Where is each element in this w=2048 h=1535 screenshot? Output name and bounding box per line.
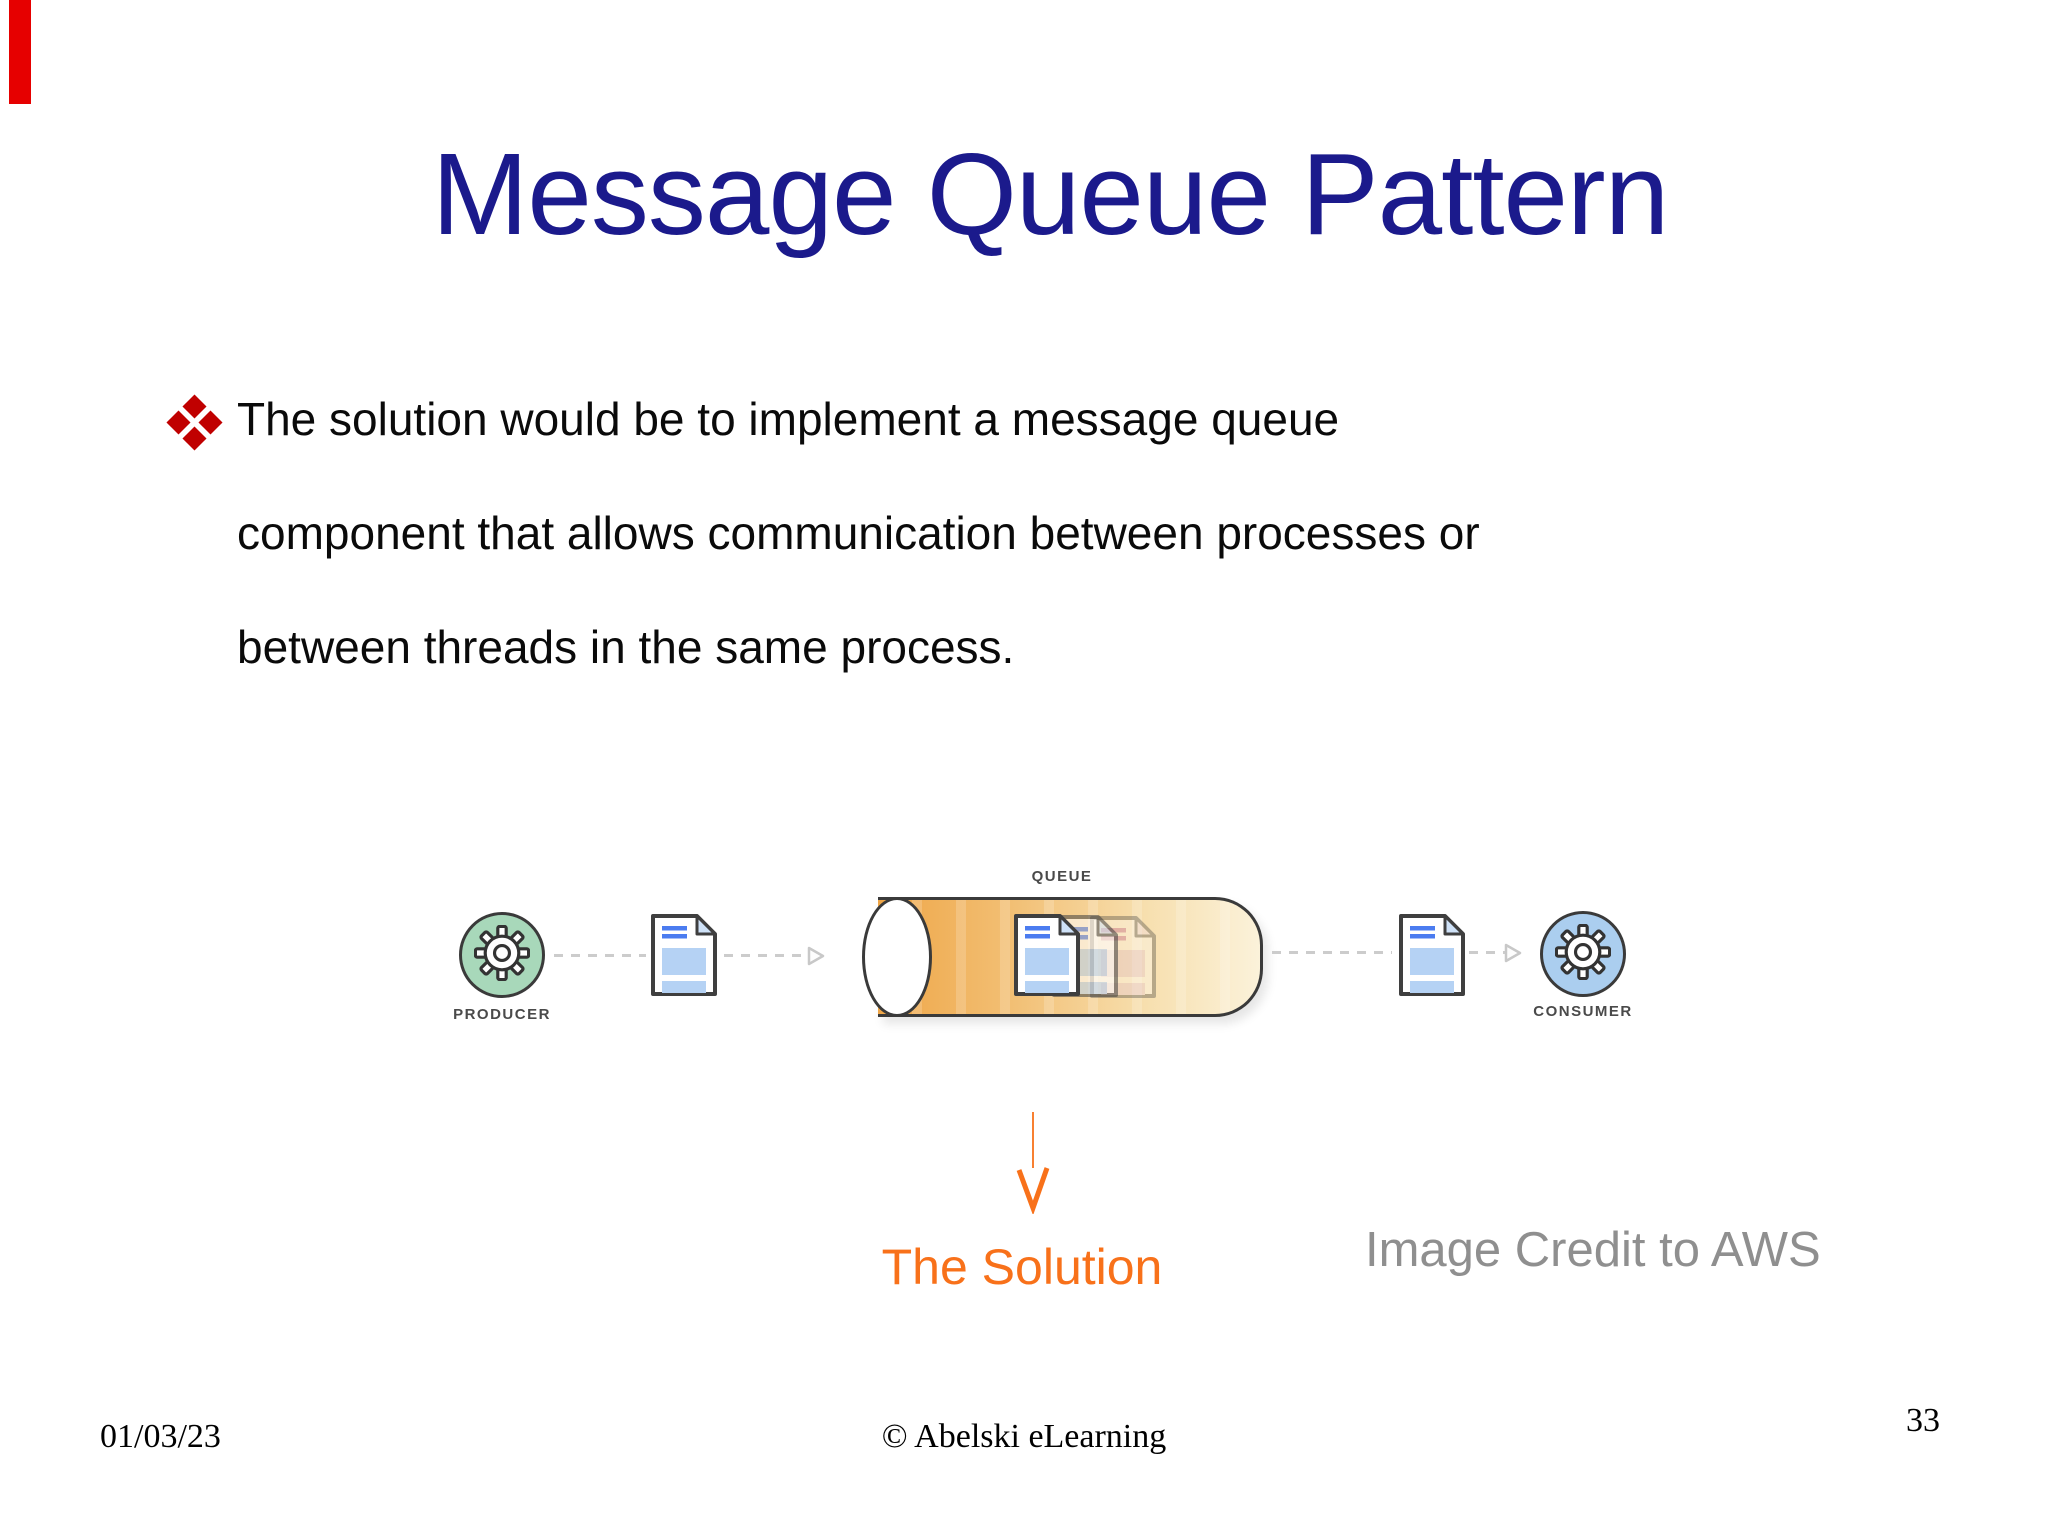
slide-title: Message Queue Pattern [431, 129, 1669, 259]
queued-message-icon [1013, 913, 1081, 997]
gear-icon [473, 924, 531, 986]
dashed-connector [554, 954, 646, 957]
bullet-text-line: component that allows communication betw… [237, 507, 1480, 559]
dashed-connector [1469, 951, 1505, 954]
message-document-icon [1398, 913, 1466, 997]
message-document-icon [650, 913, 718, 997]
bullet-text-line: The solution would be to implement a mes… [237, 393, 1340, 445]
producer-label: PRODUCER [453, 1006, 551, 1023]
image-credit: Image Credit to AWS [1365, 1223, 1821, 1277]
queue-label: QUEUE [1031, 868, 1093, 885]
footer-copyright: © Abelski eLearning [881, 1418, 1167, 1455]
dashed-connector [1272, 951, 1392, 954]
queue-cylinder-opening [862, 897, 932, 1017]
consumer-node [1540, 911, 1626, 997]
footer-page-number: 33 [1906, 1402, 1940, 1439]
solution-annotation: The Solution [881, 1239, 1163, 1295]
consumer-label: CONSUMER [1533, 1003, 1633, 1020]
footer-date: 01/03/23 [100, 1418, 221, 1455]
gear-icon [1554, 923, 1612, 985]
bullet-text-line: between threads in the same process. [237, 621, 1015, 673]
arrowhead-icon [1503, 943, 1523, 963]
bullet-diamond-icon [166, 394, 223, 451]
red-edge-marker [9, 0, 31, 104]
producer-node [459, 912, 545, 998]
dashed-connector [724, 954, 808, 957]
arrowhead-icon [806, 946, 826, 966]
solution-pointer-arrow-icon [1013, 1112, 1053, 1219]
